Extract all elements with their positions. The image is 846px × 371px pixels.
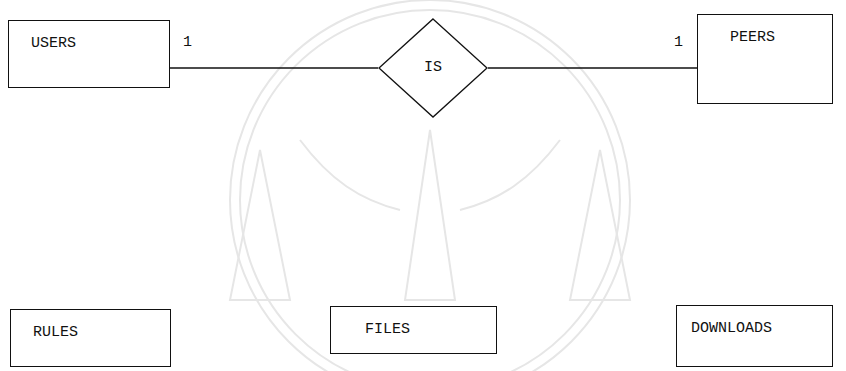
watermark-pagoda xyxy=(570,150,630,300)
entity-name: RULES xyxy=(33,324,78,342)
entity-name: IS xyxy=(424,59,442,77)
entity-box: RULES xyxy=(10,309,171,367)
entity-box: FILES xyxy=(330,306,497,354)
entity-name: DOWNLOADS xyxy=(691,320,772,338)
watermark-ring xyxy=(240,10,620,371)
entity-box: PEERS xyxy=(697,14,833,104)
relationship-diamond: IS xyxy=(378,18,488,118)
relationship-line xyxy=(170,67,378,68)
relationship-line xyxy=(488,67,697,68)
entity-box: USERS xyxy=(8,20,170,88)
watermark-pagoda xyxy=(405,130,455,300)
watermark-pagoda xyxy=(230,150,290,300)
cardinality-label: 1 xyxy=(673,34,684,52)
cardinality-label: 1 xyxy=(182,34,193,52)
entity-name: USERS xyxy=(31,35,76,53)
entity-box: DOWNLOADS xyxy=(676,305,833,367)
watermark-flourish xyxy=(300,140,560,210)
entity-name: FILES xyxy=(365,321,410,339)
watermark-emblem xyxy=(230,0,630,371)
entity-name: PEERS xyxy=(730,29,775,47)
diamond-shape xyxy=(379,19,487,117)
watermark-ring xyxy=(230,0,630,371)
